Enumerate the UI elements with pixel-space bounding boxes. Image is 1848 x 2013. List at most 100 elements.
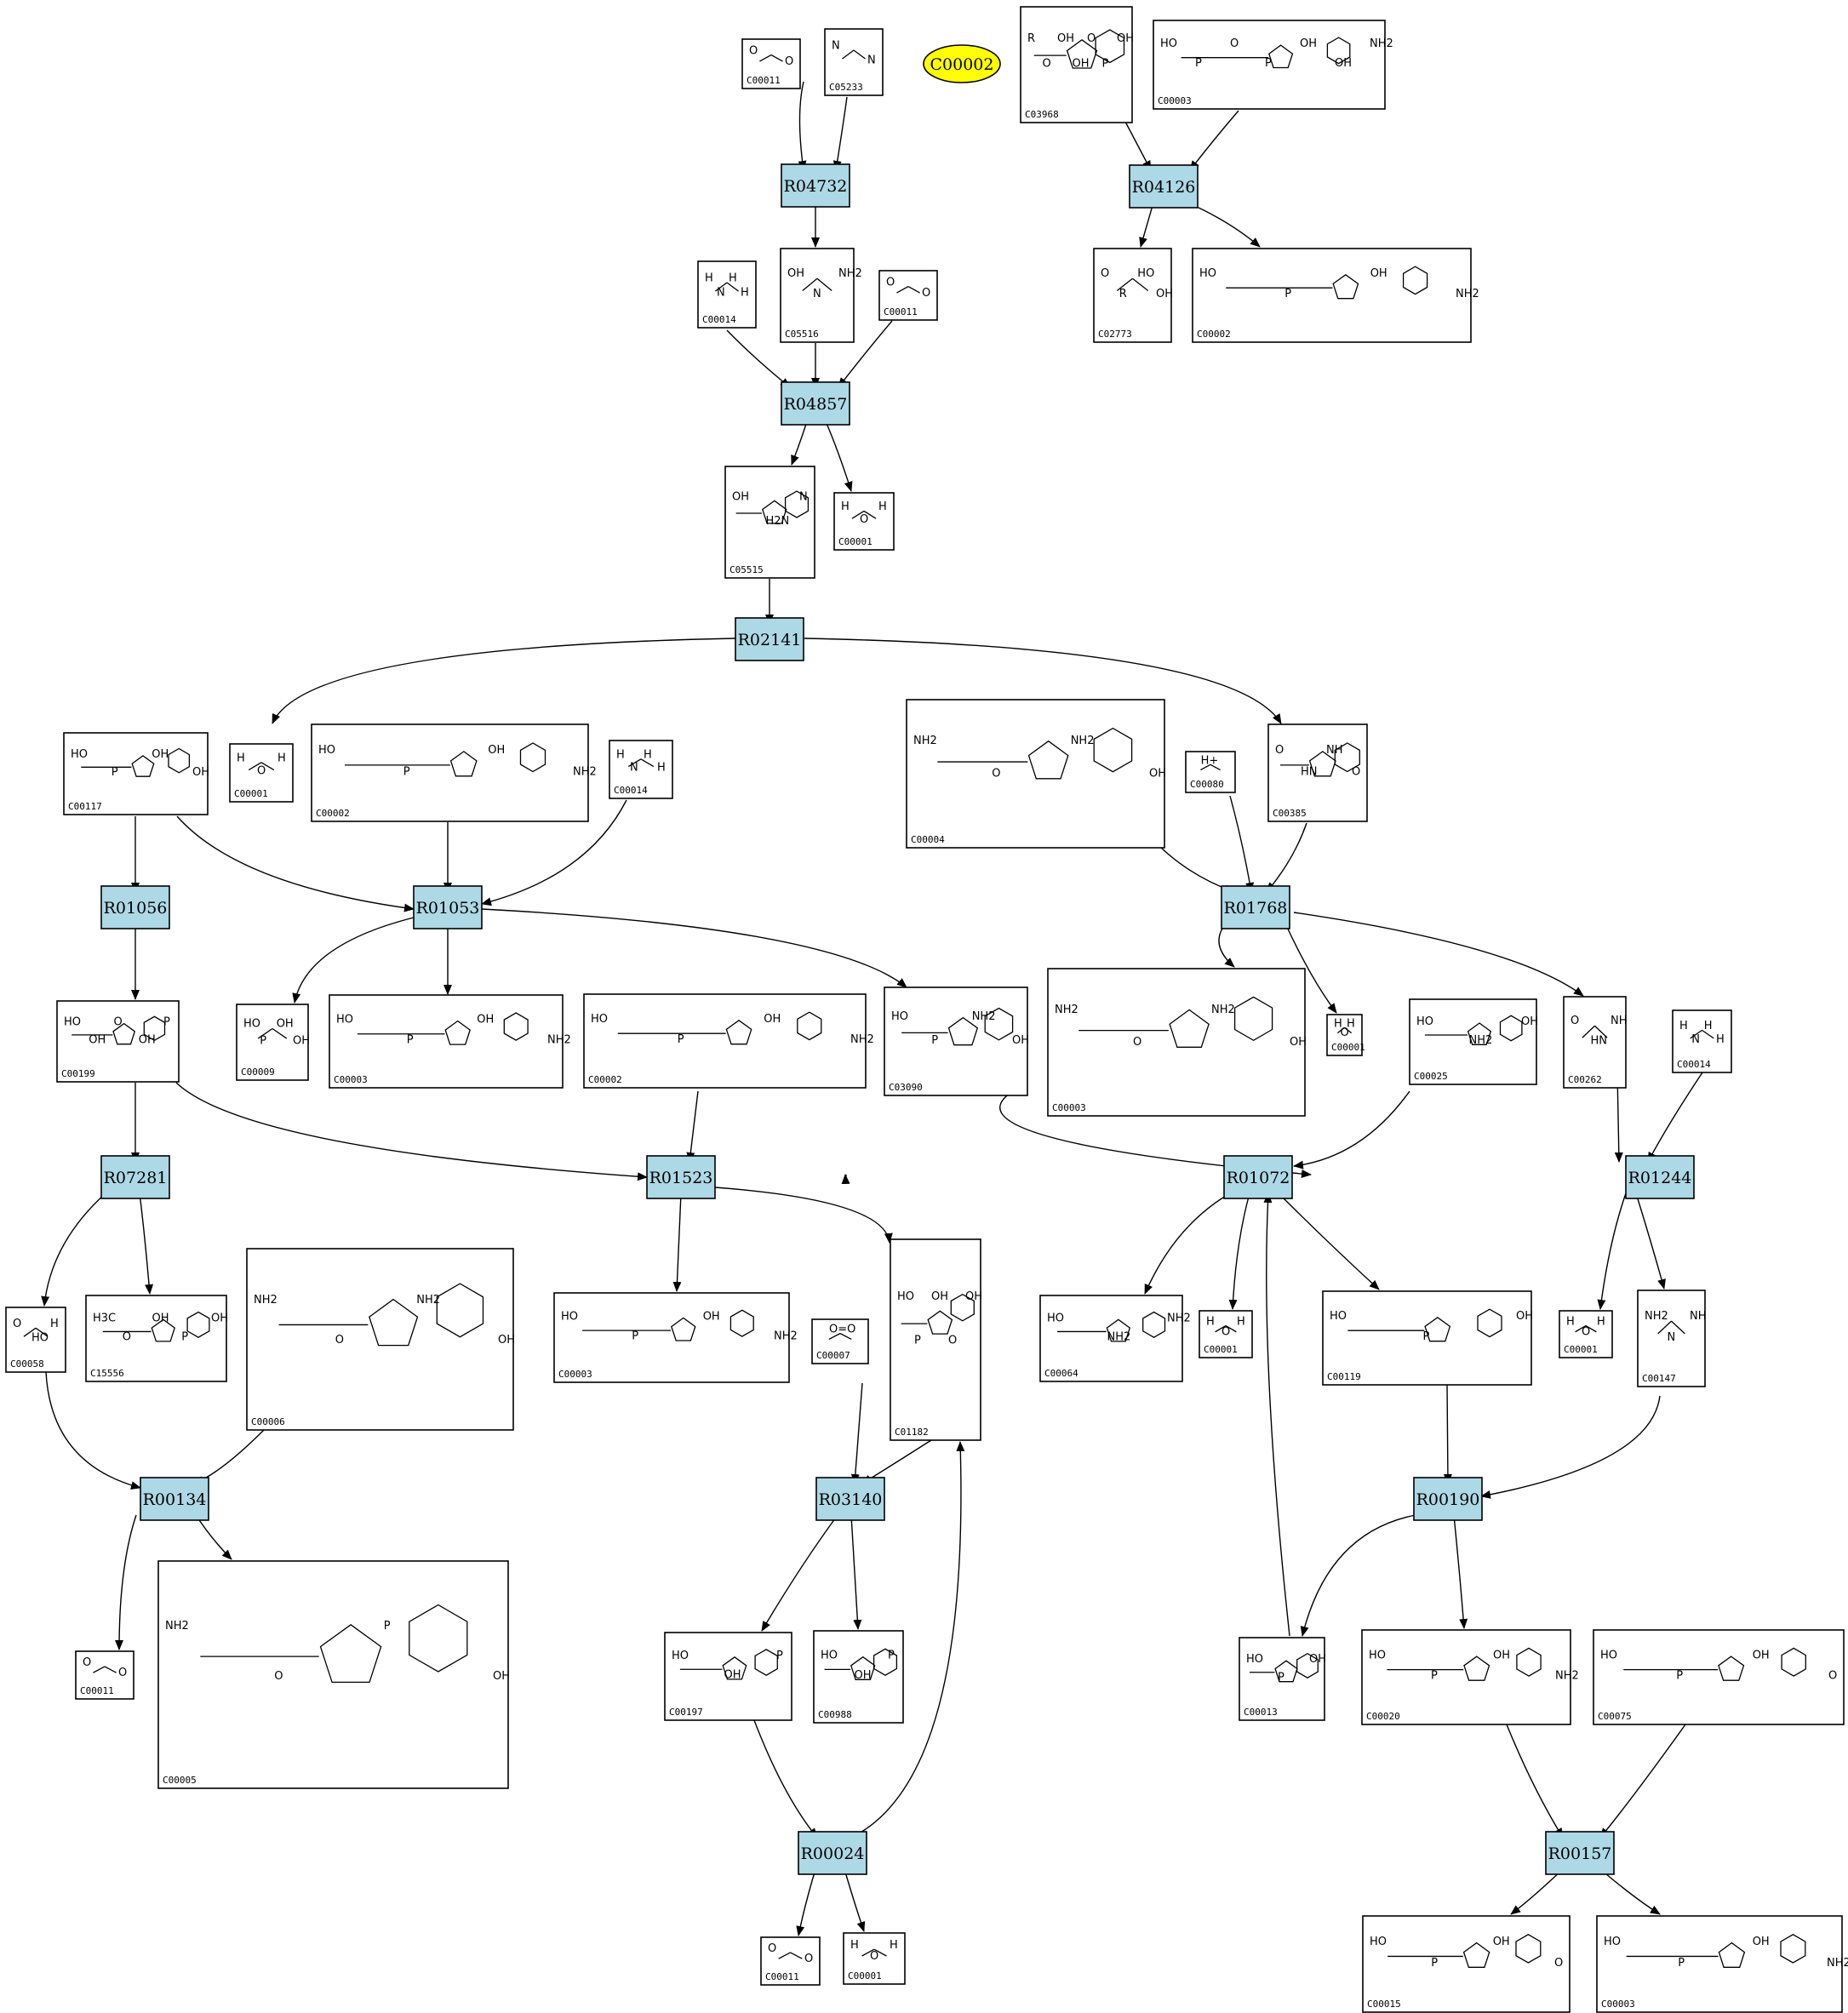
reaction-node[interactable]: R00134 [140, 1477, 209, 1521]
compound-box[interactable] [85, 1295, 227, 1382]
reaction-node[interactable]: R01072 [1223, 1155, 1293, 1199]
reaction-node[interactable]: R02141 [735, 617, 804, 661]
compound-box[interactable] [1093, 248, 1172, 343]
reaction-node[interactable]: R01768 [1221, 885, 1290, 929]
compound-box[interactable] [229, 743, 294, 803]
reaction-box[interactable] [1221, 885, 1290, 929]
compound-box[interactable] [1192, 248, 1472, 343]
reaction-box[interactable] [1545, 1831, 1615, 1875]
compound-box[interactable] [697, 260, 757, 329]
compound-box[interactable] [1361, 1629, 1571, 1725]
compound-box[interactable] [1326, 1014, 1363, 1056]
reaction-box[interactable] [781, 381, 850, 426]
reaction-box[interactable] [646, 1155, 716, 1199]
compound-box[interactable] [741, 38, 801, 89]
reaction-node[interactable]: R04126 [1129, 164, 1199, 209]
reaction-box[interactable] [735, 617, 804, 661]
reaction-box[interactable] [1625, 1155, 1695, 1199]
reaction-node[interactable]: R01244 [1625, 1155, 1695, 1199]
compound-box[interactable] [906, 699, 1165, 849]
reaction-node[interactable]: R07281 [100, 1155, 170, 1199]
reaction-node[interactable]: R04857 [781, 381, 850, 426]
highlight-ellipse[interactable] [923, 44, 1001, 83]
compound-box[interactable] [75, 1650, 134, 1700]
reaction-box[interactable] [100, 885, 170, 929]
reaction-node[interactable]: R01056 [100, 885, 170, 929]
reaction-box[interactable] [100, 1155, 170, 1199]
compound-box[interactable] [890, 1238, 981, 1441]
compound-box[interactable] [1409, 998, 1537, 1085]
reaction-node[interactable]: R00190 [1413, 1477, 1483, 1521]
compound-box[interactable] [1563, 996, 1627, 1089]
compound-box[interactable] [1596, 1915, 1843, 2013]
compound-box[interactable] [236, 1004, 309, 1081]
reaction-node[interactable]: R00024 [798, 1831, 867, 1875]
compound-box[interactable] [1020, 6, 1133, 123]
compound-box[interactable] [1362, 1915, 1571, 2013]
reaction-node[interactable]: R01523 [646, 1155, 716, 1199]
compound-box[interactable] [311, 723, 589, 822]
compound-box[interactable] [56, 1000, 180, 1083]
compound-box[interactable] [724, 466, 815, 579]
highlight-node[interactable]: C00002 [923, 44, 1001, 83]
compound-box[interactable] [833, 492, 895, 551]
reaction-box[interactable] [798, 1831, 867, 1875]
compound-box[interactable] [553, 1292, 790, 1383]
compound-box[interactable] [583, 993, 867, 1089]
compound-box[interactable] [1153, 20, 1386, 110]
compound-box[interactable] [157, 1560, 509, 1789]
compound-box[interactable] [824, 28, 884, 96]
compound-box[interactable] [1239, 1637, 1325, 1721]
compound-box[interactable] [329, 994, 564, 1089]
reaction-box[interactable] [1413, 1477, 1483, 1521]
reaction-node[interactable]: R01053 [413, 885, 483, 929]
compound-node[interactable]: H+C00080 [1185, 751, 1236, 793]
compound-box[interactable] [5, 1307, 66, 1373]
reaction-node[interactable]: R03140 [815, 1477, 885, 1521]
reaction-node[interactable]: R00157 [1545, 1831, 1615, 1875]
compound-box[interactable] [780, 248, 855, 343]
compound-box[interactable] [760, 1936, 821, 1986]
compound-box[interactable] [1559, 1310, 1613, 1358]
compound-box[interactable] [1593, 1629, 1845, 1725]
compound-box[interactable] [1672, 1009, 1732, 1073]
reaction-box[interactable] [815, 1477, 885, 1521]
compound-box[interactable] [246, 1248, 514, 1431]
reaction-box[interactable] [1129, 164, 1199, 209]
